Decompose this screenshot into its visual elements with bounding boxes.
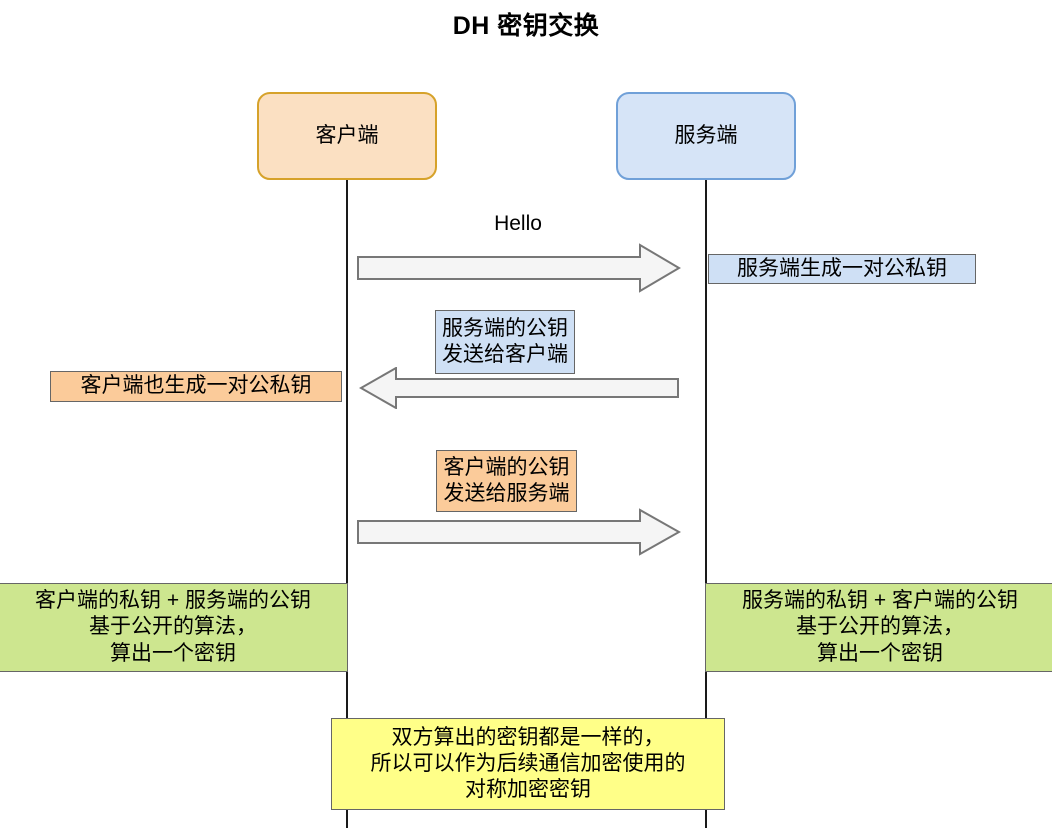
note-client-generates-keypair: 客户端也生成一对公私钥 <box>50 371 342 402</box>
lifeline-server <box>705 180 707 828</box>
message-note-line-2: 发送给服务端 <box>443 482 570 505</box>
note-line: 客户端也生成一对公私钥 <box>80 374 312 398</box>
arrow-client-to-server-hello <box>357 243 681 293</box>
note-server-shared-secret: 服务端的私钥 + 客户端的公钥 基于公开的算法， 算出一个密钥 <box>705 583 1052 672</box>
message-note-server-pubkey: 服务端的公钥 发送给客户端 <box>435 310 575 374</box>
note-line-2: 基于公开的算法， <box>796 615 964 639</box>
actor-client[interactable]: 客户端 <box>257 92 437 180</box>
note-line-3: 算出一个密钥 <box>817 641 943 665</box>
message-note-line-1: 客户端的公钥 <box>443 455 570 479</box>
note-line-1: 客户端的私钥 + 服务端的公钥 <box>35 589 311 613</box>
lifeline-client <box>346 180 348 828</box>
note-line-3: 算出一个密钥 <box>110 641 236 665</box>
message-note-line-1: 服务端的公钥 <box>442 316 568 340</box>
arrow-server-to-client-pubkey <box>359 367 679 409</box>
message-label-hello: Hello <box>494 212 542 235</box>
note-client-shared-secret: 客户端的私钥 + 服务端的公钥 基于公开的算法， 算出一个密钥 <box>0 583 348 672</box>
message-note-line-2: 发送给客户端 <box>442 343 568 366</box>
note-line: 服务端生成一对公私钥 <box>737 256 947 280</box>
note-conclusion: 双方算出的密钥都是一样的， 所以可以作为后续通信加密使用的 对称加密密钥 <box>331 718 725 810</box>
actor-server-label: 服务端 <box>674 124 738 148</box>
note-server-generates-keypair: 服务端生成一对公私钥 <box>708 254 976 284</box>
message-note-client-pubkey: 客户端的公钥 发送给服务端 <box>436 450 577 512</box>
note-line-1: 服务端的私钥 + 客户端的公钥 <box>742 589 1018 613</box>
note-line-2: 基于公开的算法， <box>89 615 257 639</box>
actor-client-label: 客户端 <box>315 124 379 148</box>
note-line-2: 所以可以作为后续通信加密使用的 <box>370 751 686 775</box>
arrow-client-to-server-pubkey <box>357 508 681 556</box>
page-title: DH 密钥交换 <box>452 12 600 40</box>
note-line-3: 对称加密密钥 <box>465 778 591 802</box>
actor-server[interactable]: 服务端 <box>616 92 796 180</box>
note-line-1: 双方算出的密钥都是一样的， <box>391 725 665 749</box>
